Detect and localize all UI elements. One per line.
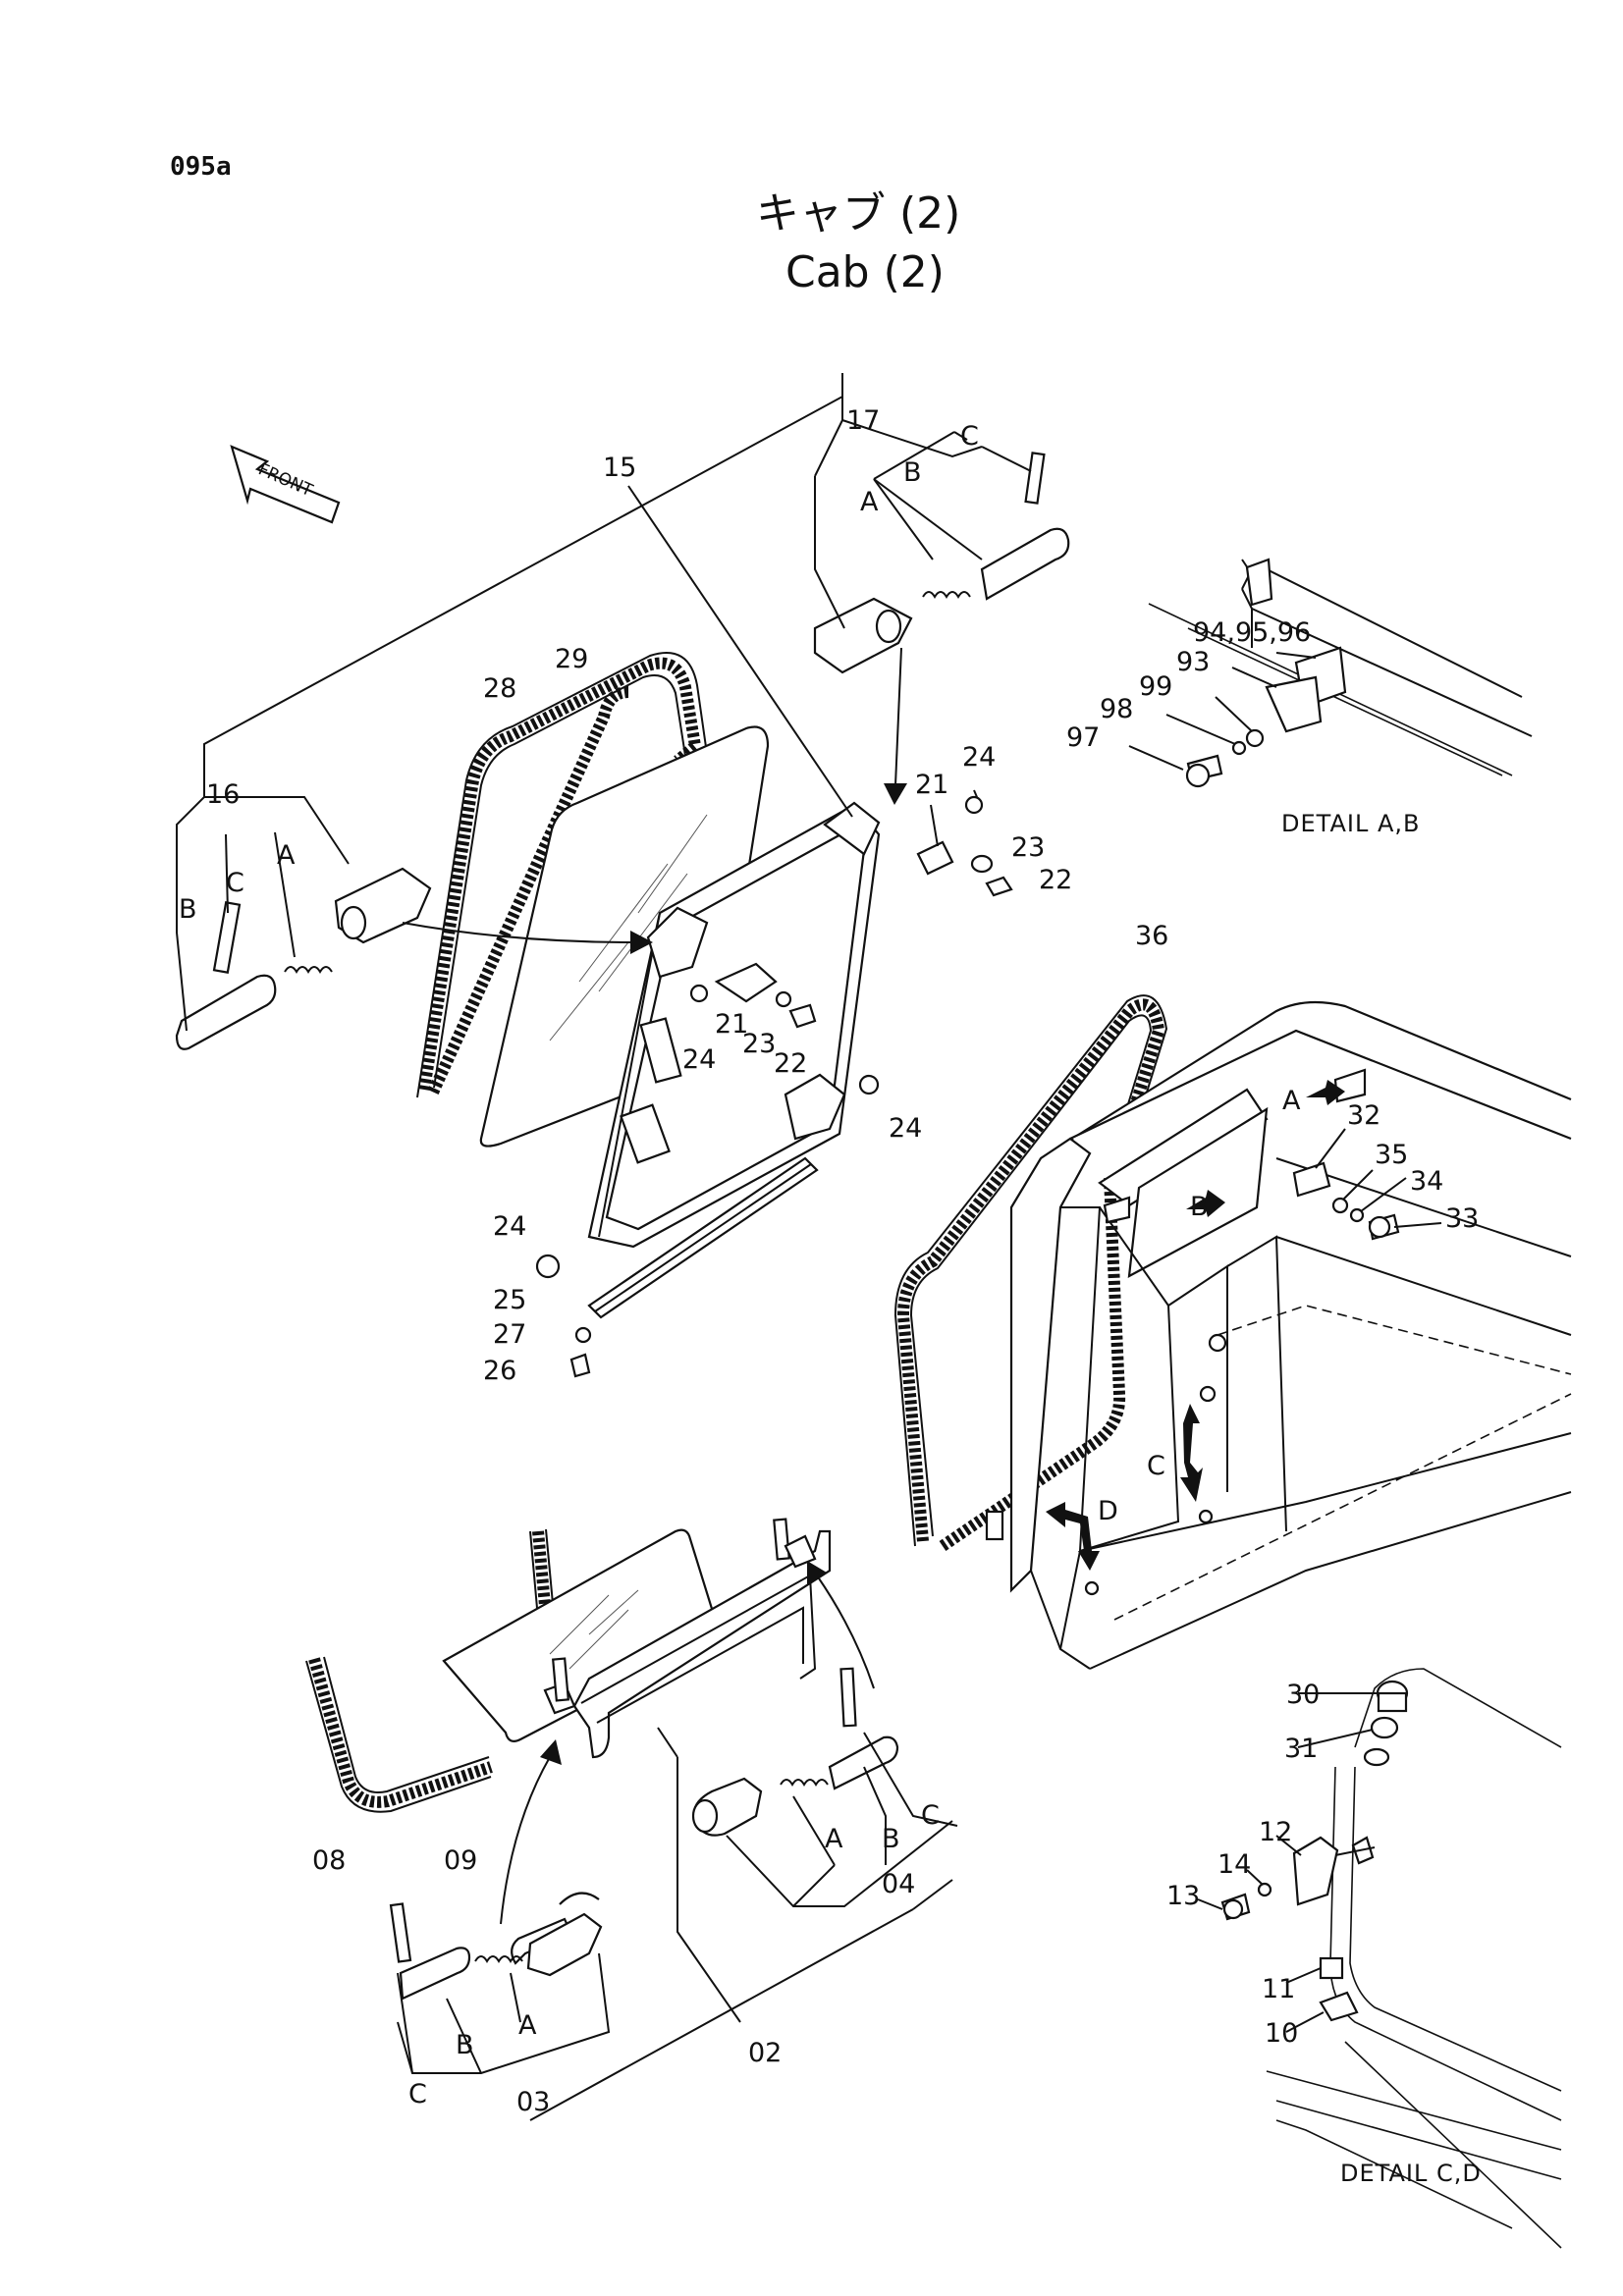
callout-33: 33 xyxy=(1445,1203,1479,1234)
callout-04-b: B xyxy=(882,1824,900,1854)
hinge-assembly-17 xyxy=(813,419,1070,674)
callout-25: 25 xyxy=(493,1285,526,1315)
latch-assembly-03 xyxy=(389,1892,611,2074)
callout-04-c: C xyxy=(921,1800,940,1831)
hinge-assembly-16 xyxy=(175,768,432,1050)
callout-28: 28 xyxy=(483,673,516,704)
callout-labels: 15 17 A B C 16 A B C 28 29 21 21 22 22 2… xyxy=(179,405,1479,2117)
callout-94-95-96: 94,95,96 xyxy=(1193,617,1311,648)
svg-text:A: A xyxy=(1282,1086,1301,1116)
callout-04-a: A xyxy=(825,1824,843,1854)
callout-03-c: C xyxy=(408,2079,427,2109)
callout-23-lower: 23 xyxy=(742,1029,776,1059)
callout-04: 04 xyxy=(882,1869,915,1899)
svg-text:C: C xyxy=(1147,1451,1165,1481)
view-marker-b: B xyxy=(1186,1190,1225,1222)
cab-body xyxy=(985,1000,1572,1670)
callout-34: 34 xyxy=(1410,1166,1443,1197)
callout-97: 97 xyxy=(1066,722,1100,753)
lower-frame-02 xyxy=(543,1518,832,1759)
callout-99: 99 xyxy=(1139,671,1172,702)
callout-23-upper: 23 xyxy=(1011,832,1045,863)
callout-31: 31 xyxy=(1284,1734,1318,1764)
callout-13: 13 xyxy=(1166,1881,1200,1911)
callout-15: 15 xyxy=(603,453,636,483)
callout-17-b: B xyxy=(903,457,922,488)
latch-assembly-04 xyxy=(691,1667,958,1907)
callout-12: 12 xyxy=(1259,1817,1292,1847)
callout-03-a: A xyxy=(518,2010,537,2041)
callout-24-mid: 24 xyxy=(682,1044,716,1075)
window-seal-28 xyxy=(416,651,708,1098)
callout-17-c: C xyxy=(960,421,979,452)
callout-22-upper: 22 xyxy=(1039,865,1072,895)
svg-text:D: D xyxy=(1098,1496,1118,1526)
callout-16-c: C xyxy=(226,868,244,898)
callout-03: 03 xyxy=(516,2087,550,2117)
callout-17-a: A xyxy=(860,487,879,517)
view-marker-c: C xyxy=(1147,1404,1203,1502)
callout-10: 10 xyxy=(1265,2018,1298,2049)
callout-21-upper: 21 xyxy=(915,770,948,800)
latch-parts-32-35 xyxy=(1292,1128,1442,1241)
title-english: Cab (2) xyxy=(785,247,945,297)
hinge-parts-21-24-lower xyxy=(535,962,880,1378)
callout-32: 32 xyxy=(1347,1100,1380,1131)
callout-08: 08 xyxy=(312,1845,346,1876)
callout-26: 26 xyxy=(483,1356,516,1386)
view-marker-a: A xyxy=(1282,1080,1345,1116)
detail-cd: DETAIL C,D xyxy=(1197,1668,1562,2249)
callout-36: 36 xyxy=(1135,921,1168,951)
detail-ab: DETAIL A,B xyxy=(1128,558,1533,837)
page-code: 095a xyxy=(170,152,232,182)
callout-29: 29 xyxy=(555,644,588,674)
view-marker-d: D xyxy=(1046,1496,1118,1571)
title-japanese: キャブ (2) xyxy=(756,188,960,239)
callout-14: 14 xyxy=(1217,1849,1251,1880)
callout-16-b: B xyxy=(179,894,197,925)
callout-22-lower: 22 xyxy=(774,1048,807,1079)
svg-text:B: B xyxy=(1190,1192,1209,1222)
leader-16-17 xyxy=(203,373,843,768)
hinge-parts-21-24-upper xyxy=(916,789,1013,897)
callout-09: 09 xyxy=(444,1845,477,1876)
front-arrow-icon: FRONT xyxy=(230,445,341,524)
callout-21-lower: 21 xyxy=(715,1009,748,1040)
callout-93: 93 xyxy=(1176,647,1210,677)
callout-24-left: 24 xyxy=(493,1211,526,1242)
callout-24-upper: 24 xyxy=(962,742,996,773)
callout-16: 16 xyxy=(206,779,240,810)
callout-30: 30 xyxy=(1286,1680,1320,1710)
callout-35: 35 xyxy=(1375,1140,1408,1170)
callout-16-a: A xyxy=(277,840,296,871)
sash-frame-15 xyxy=(587,801,881,1319)
callout-27: 27 xyxy=(493,1319,526,1350)
callout-11: 11 xyxy=(1262,1974,1295,2004)
callout-02: 02 xyxy=(748,2038,782,2068)
callout-24-right: 24 xyxy=(889,1113,922,1144)
callout-03-b: B xyxy=(456,2030,474,2060)
callout-98: 98 xyxy=(1100,694,1133,724)
door-seal-36 xyxy=(893,994,1168,1551)
detail-ab-label: DETAIL A,B xyxy=(1281,810,1420,837)
detail-cd-label: DETAIL C,D xyxy=(1340,2160,1482,2187)
callout-17: 17 xyxy=(846,405,880,436)
